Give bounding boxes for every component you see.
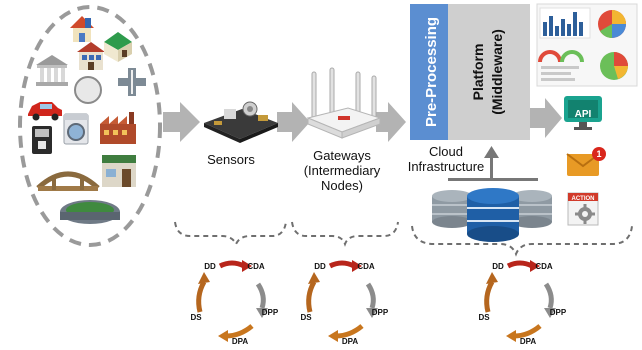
compass-icon: [74, 76, 102, 104]
lifecycle-cycle-gateways: DD CDA DPP DPA DS: [300, 260, 389, 346]
bridge-icon: [36, 171, 100, 191]
lifecycle-cycle-sensors: DD CDA DPP DPA DS: [190, 260, 279, 346]
sensors-label: Sensors: [207, 152, 255, 167]
cycle-ds: DS: [190, 313, 202, 322]
flow-arrow: [376, 102, 406, 142]
gateways-label: Gateways (Intermediary Nodes): [303, 148, 381, 193]
coffee-machine-icon: [32, 126, 52, 154]
db-up-arrow-head: [484, 146, 499, 158]
cycle-ds: DS: [300, 313, 312, 322]
flow-arrow: [530, 98, 562, 138]
cycle-cda: CDA: [535, 262, 553, 271]
platform-label-line1: Platform: [470, 44, 486, 101]
flow-arrow: [163, 102, 200, 142]
shop-icon: [102, 155, 136, 187]
db-connector-bar: [448, 178, 538, 181]
action-label: ACTION: [572, 196, 595, 202]
database-icon: [432, 188, 552, 242]
cycle-dd: DD: [492, 262, 504, 271]
cycle-ds: DS: [478, 313, 490, 322]
platform-label-line2: (Middleware): [489, 29, 505, 115]
cloud-infrastructure-label: Cloud Infrastructure: [407, 144, 485, 174]
house-icon: [104, 32, 132, 62]
building-icon: [77, 42, 105, 70]
brace-cloud: [411, 225, 633, 257]
road-sign-icon: [118, 68, 146, 96]
api-monitor-icon: [564, 96, 602, 130]
cycle-dd: DD: [204, 262, 216, 271]
cycle-dpp: DPP: [262, 308, 279, 317]
mail-icon: [566, 147, 606, 176]
dashboard-icon: [536, 3, 638, 87]
cycle-cda: CDA: [357, 262, 375, 271]
car-icon: [28, 102, 62, 121]
mail-badge-count: 1: [596, 149, 601, 159]
cycle-dpp: DPP: [372, 308, 389, 317]
platform-box: [448, 4, 530, 140]
sensor-board-icon: [204, 101, 278, 143]
cycle-dpp: DPP: [550, 308, 567, 317]
brace-sensors: [174, 221, 287, 247]
cycle-dpa: DPA: [232, 337, 249, 346]
preprocessing-box: [410, 4, 448, 140]
stadium-icon: [60, 200, 120, 224]
action-gear-icon: [567, 192, 599, 226]
cycle-dpa: DPA: [342, 337, 359, 346]
washing-machine-icon: [63, 113, 89, 145]
router-icon: [306, 67, 382, 139]
devices-group-ellipse: [18, 5, 162, 247]
preprocessing-label: Pre-Processing: [423, 17, 440, 127]
house-icon: [70, 16, 94, 42]
lifecycle-cycle-cloud: DD CDA DPP DPA DS: [478, 260, 567, 346]
cycle-dd: DD: [314, 262, 326, 271]
brace-gateways: [291, 221, 399, 247]
flow-arrow: [277, 102, 310, 142]
cycle-dpa: DPA: [520, 337, 537, 346]
bank-icon: [36, 55, 68, 86]
cycle-cda: CDA: [247, 262, 265, 271]
factory-icon: [100, 112, 136, 144]
api-label: API: [575, 109, 592, 120]
db-up-arrow-shaft: [490, 156, 493, 180]
